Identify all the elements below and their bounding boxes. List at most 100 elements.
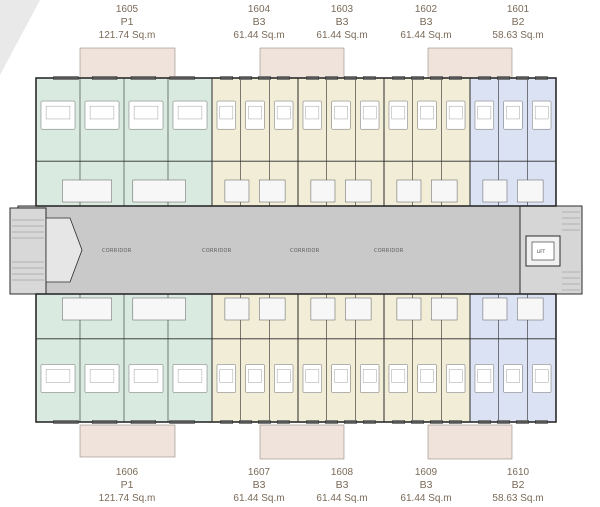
kitchen-block bbox=[517, 297, 544, 321]
unit-number: 1604 bbox=[247, 4, 271, 15]
furniture bbox=[302, 364, 322, 393]
kitchen-block bbox=[132, 297, 186, 321]
unit-area: 61.44 Sq.m bbox=[400, 30, 452, 41]
unit-type: B3 bbox=[335, 16, 349, 28]
kitchen-block bbox=[345, 179, 372, 203]
furniture bbox=[302, 100, 322, 130]
bathroom-block bbox=[482, 297, 508, 321]
west-lobby bbox=[45, 217, 83, 283]
balcony bbox=[427, 424, 513, 460]
unit-label-1604: 1604 B3 61.44 Sq.m bbox=[214, 3, 304, 42]
top-unit-fills bbox=[35, 77, 557, 207]
unit-number: 1608 bbox=[330, 467, 354, 478]
unit-type: B3 bbox=[419, 479, 433, 491]
unit-type: P1 bbox=[120, 16, 134, 28]
furniture bbox=[503, 100, 523, 130]
furniture bbox=[172, 364, 208, 393]
furniture-detail bbox=[248, 105, 262, 120]
furniture bbox=[245, 364, 265, 393]
outer-wall-top bbox=[35, 77, 557, 207]
furniture-detail bbox=[45, 369, 71, 383]
furniture-detail bbox=[506, 105, 520, 120]
unit-type: B3 bbox=[335, 479, 349, 491]
corridor-label: CORRIDOR bbox=[202, 248, 232, 254]
corner-decoration bbox=[0, 0, 40, 75]
furniture bbox=[40, 100, 76, 130]
furniture bbox=[503, 364, 523, 393]
furniture bbox=[417, 100, 437, 130]
unit-label-1601: 1601 B2 58.63 Sq.m bbox=[473, 3, 563, 42]
kitchen-block bbox=[431, 179, 458, 203]
furniture-detail bbox=[534, 105, 549, 120]
kitchen-block bbox=[259, 297, 286, 321]
furniture-detail bbox=[305, 369, 320, 383]
unit-number: 1605 bbox=[115, 4, 139, 15]
furniture bbox=[331, 100, 351, 130]
furniture-detail bbox=[177, 369, 203, 383]
unit-label-1606: 1606 P1 121.74 Sq.m bbox=[82, 466, 172, 505]
furniture bbox=[128, 364, 164, 393]
furniture bbox=[84, 100, 120, 130]
bathroom-block bbox=[396, 179, 422, 203]
furniture bbox=[474, 100, 494, 130]
furniture-detail bbox=[477, 369, 492, 383]
furniture bbox=[532, 364, 552, 393]
unit-area: 61.44 Sq.m bbox=[233, 493, 285, 504]
lift-label: LIFT bbox=[537, 249, 546, 254]
bottom-unit-fills bbox=[35, 293, 557, 423]
furniture bbox=[216, 364, 236, 393]
furniture-detail bbox=[219, 369, 234, 383]
unit-number: 1606 bbox=[115, 467, 139, 478]
furniture bbox=[446, 100, 466, 130]
bathroom-block bbox=[310, 179, 336, 203]
unit-number: 1603 bbox=[330, 4, 354, 15]
unit-label-1607: 1607 B3 61.44 Sq.m bbox=[214, 466, 304, 505]
furniture bbox=[128, 100, 164, 130]
unit-area: 121.74 Sq.m bbox=[98, 30, 156, 41]
furniture bbox=[388, 364, 408, 393]
furniture bbox=[532, 100, 552, 130]
kitchen-block bbox=[132, 179, 186, 203]
unit-area: 58.63 Sq.m bbox=[492, 493, 544, 504]
unit-label-1605: 1605 P1 121.74 Sq.m bbox=[82, 3, 172, 42]
kitchen-block bbox=[431, 297, 458, 321]
outer-wall-bottom bbox=[35, 293, 557, 423]
balcony bbox=[79, 424, 176, 458]
furniture-detail bbox=[133, 369, 159, 383]
furniture-detail bbox=[219, 105, 234, 120]
unit-number: 1609 bbox=[414, 467, 438, 478]
furniture bbox=[474, 364, 494, 393]
unit-area: 58.63 Sq.m bbox=[492, 30, 544, 41]
balcony bbox=[259, 424, 345, 460]
bathroom-block bbox=[224, 179, 250, 203]
bottom-balconies bbox=[79, 424, 513, 460]
furniture-detail bbox=[420, 369, 434, 383]
furniture-detail bbox=[334, 105, 348, 120]
furniture-detail bbox=[391, 105, 406, 120]
unit-label-1610: 1610 B2 58.63 Sq.m bbox=[473, 466, 563, 505]
bathroom-block bbox=[62, 179, 112, 203]
east-stair-steps bbox=[562, 211, 580, 291]
furniture-detail bbox=[477, 105, 492, 120]
furniture-detail bbox=[391, 369, 406, 383]
kitchen-block bbox=[517, 179, 544, 203]
furniture-detail bbox=[177, 105, 203, 120]
unit-number: 1610 bbox=[506, 467, 530, 478]
furniture bbox=[84, 364, 120, 393]
furniture-detail bbox=[448, 105, 463, 120]
furniture-detail bbox=[334, 369, 348, 383]
furniture bbox=[40, 364, 76, 393]
furniture-detail bbox=[248, 369, 262, 383]
furniture-detail bbox=[89, 369, 115, 383]
kitchen-block bbox=[259, 179, 286, 203]
furniture bbox=[331, 364, 351, 393]
furniture bbox=[388, 100, 408, 130]
bathroom-block bbox=[62, 297, 112, 321]
furniture bbox=[360, 100, 380, 130]
unit-area: 61.44 Sq.m bbox=[316, 30, 368, 41]
bathroom-block bbox=[310, 297, 336, 321]
furniture bbox=[360, 364, 380, 393]
unit-type: B2 bbox=[511, 479, 525, 491]
furniture-detail bbox=[276, 369, 291, 383]
